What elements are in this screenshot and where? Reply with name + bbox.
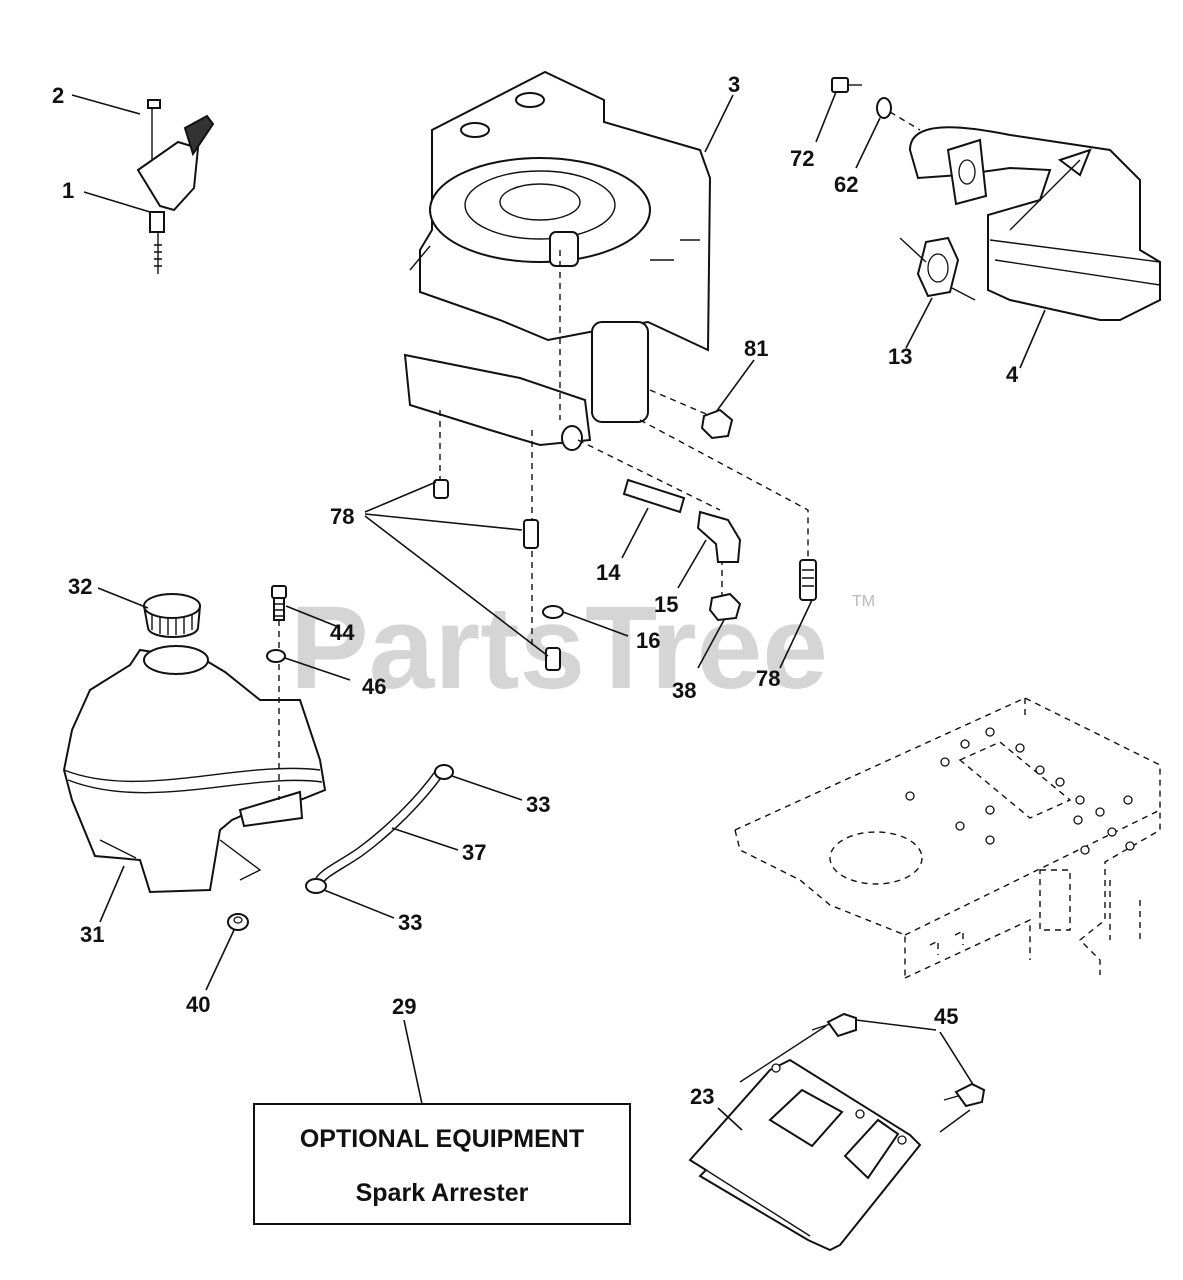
- clamp-33-top[interactable]: [434, 764, 454, 780]
- leader-40: [205, 929, 235, 991]
- bolt-45-top[interactable]: [811, 1012, 857, 1038]
- callout-14[interactable]: 14: [596, 560, 621, 585]
- engine[interactable]: [403, 70, 712, 451]
- callout-72[interactable]: 72: [790, 146, 814, 171]
- callout-44[interactable]: 44: [330, 620, 355, 645]
- leader-2: [71, 94, 141, 115]
- leader-45-1: [855, 1019, 937, 1031]
- callout-78-left[interactable]: 78: [330, 504, 354, 529]
- bolt-45-bottom[interactable]: [943, 1082, 986, 1108]
- leader-78b: [779, 599, 813, 669]
- leader-46: [284, 657, 351, 681]
- leader-31: [99, 865, 125, 923]
- leader-81: [715, 359, 755, 413]
- callout-81[interactable]: 81: [744, 336, 768, 361]
- leader-45-2: [939, 1031, 975, 1087]
- mower-frame: [734, 697, 1161, 979]
- leader-3: [704, 94, 734, 153]
- washer-46[interactable]: [266, 649, 286, 663]
- leader-44: [285, 605, 337, 627]
- leader-78a-1: [364, 481, 437, 513]
- fuel-tank-31[interactable]: [62, 645, 327, 894]
- callout-16[interactable]: 16: [636, 628, 660, 653]
- callout-62[interactable]: 62: [834, 172, 858, 197]
- washer-62[interactable]: [876, 97, 892, 119]
- leader-62: [855, 117, 881, 169]
- spark-arrester-23[interactable]: [688, 1058, 922, 1252]
- leader-78a-3: [364, 515, 549, 657]
- muffler-4[interactable]: [908, 126, 1161, 321]
- throttle-control[interactable]: [136, 99, 215, 274]
- optional-equipment-subtitle: Spark Arrester: [356, 1179, 529, 1207]
- leader-14: [621, 507, 649, 559]
- optional-equipment-title: OPTIONAL EQUIPMENT: [300, 1125, 584, 1153]
- callout-1[interactable]: 1: [62, 178, 74, 203]
- leader-72: [815, 91, 837, 143]
- callout-46[interactable]: 46: [362, 674, 386, 699]
- leader-33b: [323, 889, 395, 919]
- nipple-14[interactable]: [622, 478, 686, 514]
- watermark-tm: TM: [852, 593, 875, 610]
- leader-78a-2: [364, 513, 523, 531]
- callout-33-top[interactable]: 33: [526, 792, 550, 817]
- leader-13: [905, 297, 933, 349]
- nut-38[interactable]: [708, 592, 742, 622]
- callout-23[interactable]: 23: [690, 1084, 714, 1109]
- elbow-15[interactable]: [696, 510, 742, 563]
- callout-40[interactable]: 40: [186, 992, 210, 1017]
- callout-45[interactable]: 45: [934, 1004, 958, 1029]
- grommet-40[interactable]: [227, 913, 249, 931]
- leader-16: [562, 611, 629, 637]
- leader-37: [391, 827, 459, 851]
- nut-81[interactable]: [700, 408, 734, 440]
- fuel-cap-32[interactable]: [142, 593, 202, 638]
- callout-13[interactable]: 13: [888, 344, 912, 369]
- callout-78-right[interactable]: 78: [756, 666, 780, 691]
- leader-4: [1019, 309, 1046, 369]
- callout-2[interactable]: 2: [52, 83, 64, 108]
- callout-29[interactable]: 29: [392, 994, 416, 1019]
- leader-38: [697, 619, 725, 669]
- callout-3[interactable]: 3: [728, 72, 740, 97]
- leader-29: [403, 1019, 423, 1105]
- callout-31[interactable]: 31: [80, 922, 104, 947]
- callout-4[interactable]: 4: [1006, 362, 1019, 387]
- screw-44[interactable]: [271, 585, 287, 621]
- clamp-33-bottom[interactable]: [305, 878, 327, 894]
- leader-32: [97, 587, 149, 609]
- optional-equipment-box: OPTIONAL EQUIPMENT Spark Arrester: [253, 1103, 631, 1225]
- bolt-72[interactable]: [831, 77, 862, 93]
- exhaust-flange[interactable]: [946, 138, 988, 206]
- washer-16[interactable]: [542, 605, 564, 619]
- fuel-line-37[interactable]: [313, 769, 445, 886]
- leader-15: [677, 539, 707, 589]
- leader-33a: [451, 775, 523, 801]
- leader-23: [717, 1107, 743, 1131]
- bolt-78-left[interactable]: [433, 479, 561, 671]
- callout-33-bottom[interactable]: 33: [398, 910, 422, 935]
- callout-37[interactable]: 37: [462, 840, 486, 865]
- leader-1: [83, 191, 151, 213]
- gasket-13[interactable]: [899, 236, 976, 301]
- callout-38[interactable]: 38: [672, 678, 696, 703]
- callout-32[interactable]: 32: [68, 574, 92, 599]
- bolt-78-right[interactable]: [799, 559, 817, 601]
- callout-15[interactable]: 15: [654, 592, 678, 617]
